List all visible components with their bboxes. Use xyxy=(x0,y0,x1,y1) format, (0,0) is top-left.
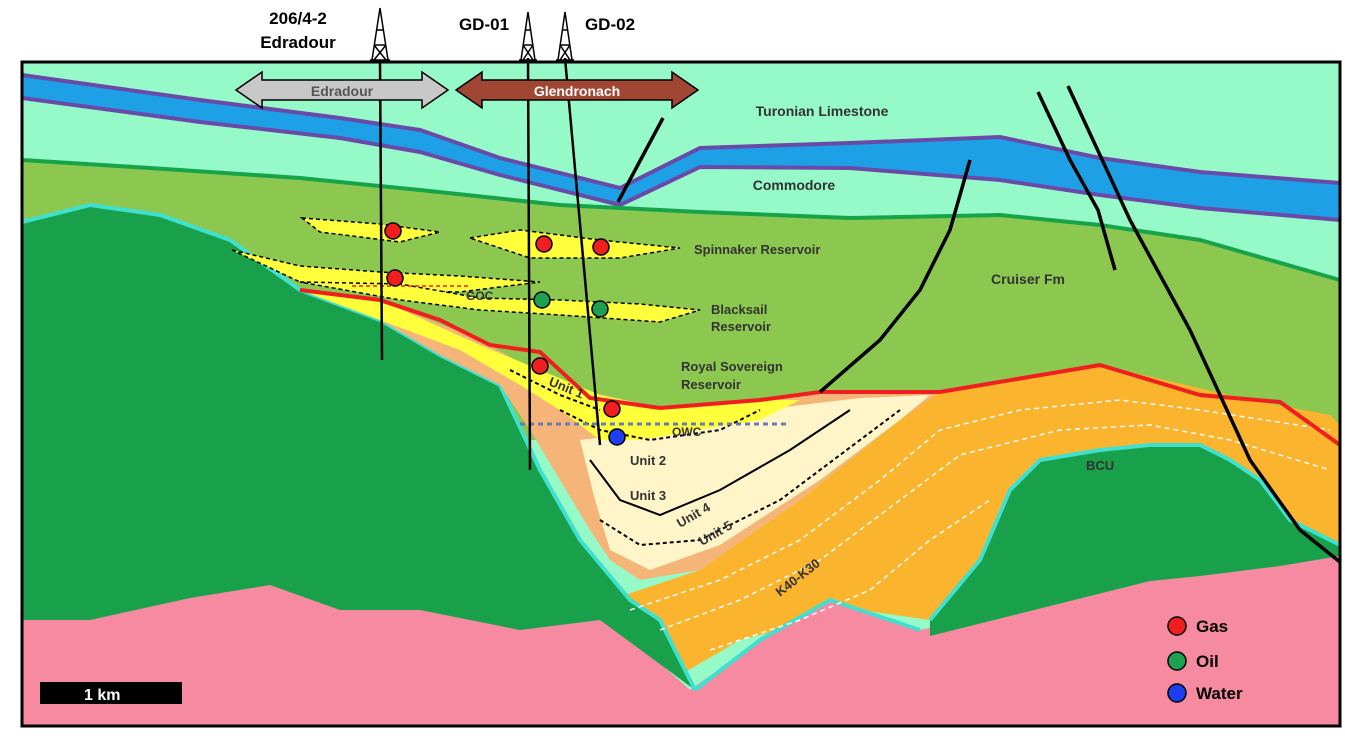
legend-gas-label: Gas xyxy=(1196,617,1228,636)
gas-marker xyxy=(384,222,402,240)
legend-oil-label: Oil xyxy=(1196,652,1219,671)
blacksail-label-line1: Blacksail xyxy=(711,302,767,317)
unit3-label: Unit 3 xyxy=(630,488,666,503)
basement-high-right xyxy=(930,445,1340,636)
well-trajectory-gd01 xyxy=(526,57,532,471)
glendronach-arrow xyxy=(454,70,700,110)
legend-gas-swatch xyxy=(1167,616,1187,636)
gas-marker xyxy=(603,400,621,418)
royal-sovereign-label-line1: Royal Sovereign xyxy=(681,359,783,374)
pink-basement-layer xyxy=(22,550,1340,726)
well-trajectory-gd02 xyxy=(563,57,602,446)
fault-1 xyxy=(616,117,665,203)
royal-sovereign-label-line2: Reservoir xyxy=(681,377,741,392)
derrick-icon-gd02 xyxy=(556,11,574,61)
basement-high-left xyxy=(22,205,695,690)
scale-bar xyxy=(40,682,182,704)
k40-strata-3 xyxy=(709,499,991,651)
goc-label: GOC xyxy=(466,289,494,303)
blacksail-label-line2: Reservoir xyxy=(711,319,771,334)
gas-marker xyxy=(592,238,610,256)
gd02-well-name: GD-02 xyxy=(585,15,635,34)
section-frame xyxy=(20,60,1342,728)
gas-marker xyxy=(386,269,404,287)
spinnaker-label: Spinnaker Reservoir xyxy=(694,242,820,257)
commodore-base-line xyxy=(21,158,1341,282)
limestone-band xyxy=(22,75,1340,220)
fluid-markers xyxy=(384,222,626,446)
spinnaker-lens-left xyxy=(299,217,441,243)
spinnaker-lens-right xyxy=(469,229,681,259)
gas-marker xyxy=(535,235,553,253)
gas-marker xyxy=(531,357,549,375)
well-trajectory-edradour xyxy=(378,59,384,361)
owc-label: OWC xyxy=(672,425,702,439)
fault-4 xyxy=(1066,85,1342,564)
legend: Gas Oil Water xyxy=(1167,616,1243,703)
commodore-label: Commodore xyxy=(753,177,836,193)
top-royal-sovereign-horizon xyxy=(299,288,1342,447)
fault-3 xyxy=(1036,91,1117,271)
derrick-icon-gd01 xyxy=(519,11,537,61)
unit-cream-body xyxy=(580,395,930,570)
limestone-band-base-edge xyxy=(21,96,1341,222)
water-marker xyxy=(608,428,626,446)
bcu-line-right xyxy=(928,443,1341,622)
cruiser-label: Cruiser Fm xyxy=(991,271,1065,287)
legend-water-swatch xyxy=(1167,683,1187,703)
unit-yellow-top xyxy=(300,290,800,440)
limestone-band-top-edge xyxy=(21,73,1341,191)
bcu-line-lower xyxy=(693,597,921,692)
edradour-arrow xyxy=(234,70,450,110)
fault-2 xyxy=(818,159,972,394)
legend-oil-swatch xyxy=(1167,651,1187,671)
unit-boundary-3 xyxy=(589,409,851,517)
oil-marker xyxy=(591,300,609,318)
gd01-well-name: GD-01 xyxy=(459,15,509,34)
turonian-label: Turonian Limestone xyxy=(756,103,889,119)
oil-marker xyxy=(533,291,551,309)
unit2-label: Unit 2 xyxy=(630,453,666,468)
k40-strata-2 xyxy=(659,424,1331,631)
k40-strata-1 xyxy=(629,399,1331,611)
edradour-well-id: 206/4-2 xyxy=(269,9,327,28)
edradour-field-label: Edradour xyxy=(311,83,374,99)
unit-boundary-1 xyxy=(509,369,601,411)
edradour-well-name: Edradour xyxy=(260,33,336,52)
glendronach-field-label: Glendronach xyxy=(534,83,620,99)
legend-water-label: Water xyxy=(1196,684,1243,703)
k40-k30-layer xyxy=(610,365,1340,675)
scale-bar-label: 1 km xyxy=(84,687,120,704)
bcu-label: BCU xyxy=(1086,458,1114,473)
derrick-icon-edradour xyxy=(370,7,390,61)
